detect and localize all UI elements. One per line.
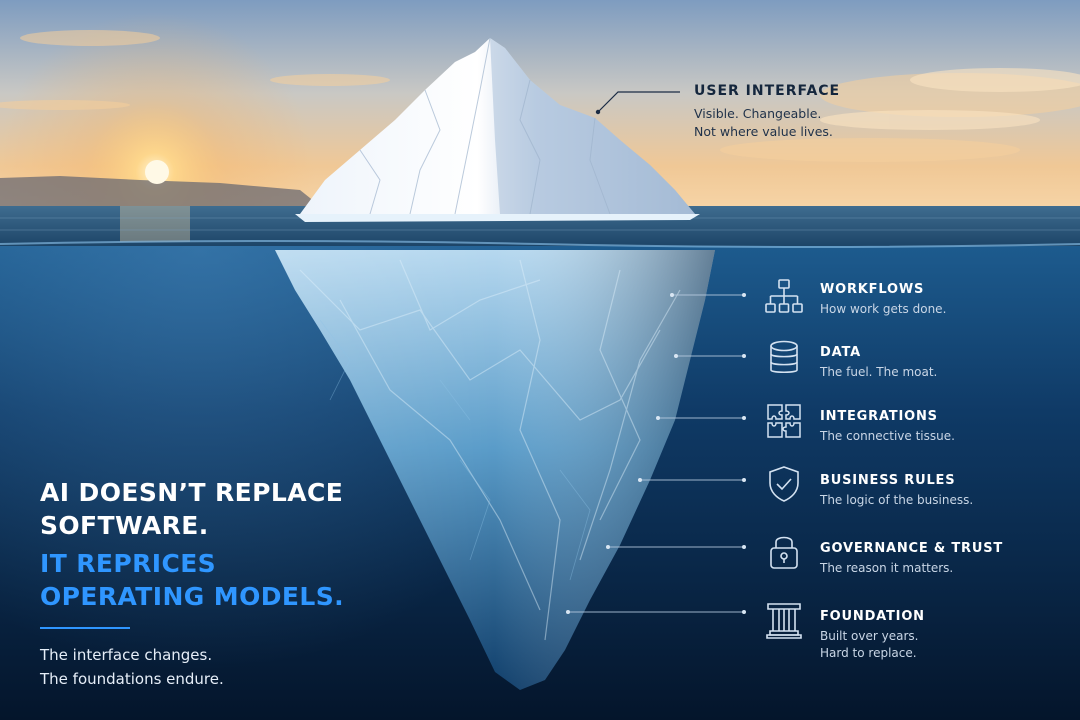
- foundation-line-2: Hard to replace.: [820, 646, 917, 660]
- integrations-description: The connective tissue.: [820, 429, 955, 443]
- tagline-line-1: The interface changes.: [40, 646, 213, 664]
- user-interface-description: Visible. Changeable. Not where value liv…: [694, 105, 840, 141]
- database-icon: [764, 338, 804, 378]
- user-interface-title: USER INTERFACE: [694, 83, 841, 99]
- foundation-line-1: Built over years.: [820, 629, 919, 643]
- headline-line-2: SOFTWARE.: [40, 511, 209, 540]
- pillar-icon: [764, 600, 804, 640]
- business-rules-label: BUSINESS RULES The logic of the business…: [820, 473, 973, 509]
- governance-trust-description: The reason it matters.: [820, 561, 954, 575]
- headline-line-3: IT REPRICES: [40, 549, 217, 578]
- shield-check-icon: [764, 464, 804, 504]
- business-rules-title: BUSINESS RULES: [820, 473, 956, 488]
- integrations-label: INTEGRATIONS The connective tissue.: [820, 409, 955, 445]
- governance-trust-title: GOVERNANCE & TRUST: [820, 541, 1004, 556]
- foundation-description: Built over years. Hard to replace.: [820, 628, 925, 662]
- business-rules-description: The logic of the business.: [820, 493, 974, 507]
- workflows-description: How work gets done.: [820, 302, 947, 316]
- workflows-title: WORKFLOWS: [820, 282, 925, 297]
- data-title: DATA: [820, 345, 861, 360]
- data-description: The fuel. The moat.: [820, 365, 938, 379]
- integrations-title: INTEGRATIONS: [820, 409, 938, 424]
- user-interface-line-1: Visible. Changeable.: [694, 106, 822, 121]
- data-label: DATA The fuel. The moat.: [820, 345, 937, 381]
- foundation-title: FOUNDATION: [820, 609, 925, 624]
- headline-line-4: OPERATING MODELS.: [40, 582, 345, 611]
- user-interface-label: USER INTERFACE Visible. Changeable. Not …: [694, 83, 840, 141]
- workflows-label: WORKFLOWS How work gets done.: [820, 282, 946, 318]
- workflow-icon: [764, 276, 804, 316]
- headline-block: AI DOESN’T REPLACE SOFTWARE. IT REPRICES…: [40, 476, 360, 691]
- puzzle-icon: [764, 401, 804, 441]
- headline-line-1: AI DOESN’T REPLACE: [40, 478, 344, 507]
- padlock-icon: [764, 531, 804, 571]
- headline-divider: [40, 627, 130, 629]
- foundation-label: FOUNDATION Built over years. Hard to rep…: [820, 609, 925, 662]
- tagline-line-2: The foundations endure.: [40, 670, 224, 688]
- governance-trust-label: GOVERNANCE & TRUST The reason it matters…: [820, 541, 1003, 577]
- user-interface-line-2: Not where value lives.: [694, 124, 833, 139]
